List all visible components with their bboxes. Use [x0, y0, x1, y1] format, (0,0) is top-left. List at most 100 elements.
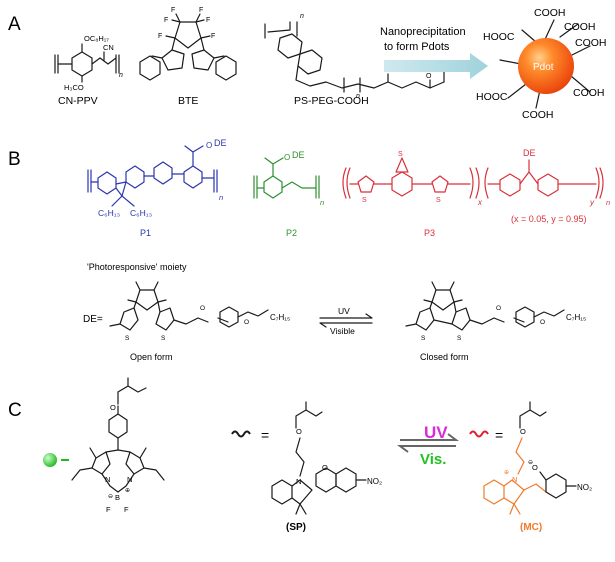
forward-arrow: [319, 313, 373, 319]
structure-p2: O DE n P2: [253, 150, 324, 238]
mc-o-no2-bonds: [539, 471, 577, 487]
atom-f1: F: [171, 7, 175, 14]
bodipy-plus: ⊕: [125, 488, 130, 494]
closed-form-structure: S S O O C₇H₁₅ Closed form: [405, 281, 586, 362]
sp-indoline-5ring: [291, 479, 313, 505]
structure-p3: S S S DE x y n (x = 0.05, y = 0.95) P3: [342, 148, 610, 238]
cooh-top-right: COOH: [564, 21, 596, 33]
atom-peg-n: n: [356, 93, 360, 100]
open-s2: S: [161, 335, 166, 342]
peg-chain: [295, 65, 375, 89]
substituent-bonds: [81, 43, 105, 83]
vinylene-bond: [57, 57, 117, 65]
thiophene-right: [191, 49, 215, 71]
open-thiophene-2: [155, 307, 175, 331]
panel-letter-c: C: [8, 400, 22, 421]
label-p2: P2: [286, 228, 297, 238]
atom-f4: F: [206, 17, 210, 24]
p1-ring-1: [97, 171, 117, 195]
label-sp: (SP): [286, 522, 306, 533]
bracket-right: [115, 54, 120, 74]
p1-atom-o: O: [206, 141, 212, 150]
styrene-ring-2: [297, 49, 323, 75]
mc-o2: O: [532, 463, 538, 472]
p3-x-paren-right: [469, 167, 480, 199]
p1-atom-n: n: [219, 193, 223, 202]
arrow-caption-2: to form Pdots: [384, 41, 450, 53]
uv-vis-switch: UV Vis.: [397, 423, 459, 468]
label-mc: (MC): [520, 522, 542, 533]
closed-bonds: [405, 301, 525, 327]
ps-brackets: [264, 21, 298, 39]
p3-ratio: (x = 0.05, y = 0.95): [511, 214, 587, 224]
panel-a: A OC₈H₁₇ CN H₃CO n CN-PPV F F F F F F: [8, 7, 607, 121]
cyclopentene-ring: [174, 21, 202, 49]
p1-atom-c6h13-b: C₆H₁₃: [130, 208, 152, 218]
bodipy-f1: F: [106, 505, 111, 514]
p3-y-parens: [484, 167, 604, 199]
atom-n: n: [119, 72, 123, 79]
mc-phenolate: [545, 473, 567, 499]
p3-atom-s-2: S: [436, 197, 441, 204]
label-open-form: Open form: [130, 352, 173, 362]
p3-atom-s-1: S: [362, 197, 367, 204]
open-cyclopentene: [135, 289, 159, 311]
closed-f-bonds: [423, 281, 463, 303]
closed-o2: O: [540, 319, 545, 326]
acid-bonds: [387, 71, 445, 89]
open-c7h15: C₇H₁₅: [270, 313, 290, 322]
process-arrow: [384, 53, 488, 79]
p3-outer-paren-left: [342, 167, 351, 199]
reverse-arrow: [319, 322, 373, 328]
p1-bonds: [90, 145, 215, 183]
sp-wavy-icon: [231, 430, 251, 438]
atom-oc8h17: OC₈H₁₇: [84, 34, 109, 43]
bodipy-b: B: [115, 493, 120, 502]
p2-atom-de: DE: [292, 150, 305, 160]
open-alkyl: [237, 309, 269, 318]
p1-brackets: [87, 169, 218, 193]
sp-indoline-ring: [271, 479, 293, 505]
bodipy-ball-icon: [43, 453, 57, 467]
mc-no2: NO₂: [577, 483, 592, 492]
mc-o1: O: [520, 427, 526, 436]
polymer-backbone: [267, 21, 291, 33]
p3-thiophene-2: [431, 175, 449, 193]
bodipy-n2: N: [127, 475, 132, 484]
p2-brackets: [253, 175, 320, 199]
p3-bonds: [349, 159, 597, 185]
closed-cyclopentene: [431, 289, 455, 311]
atom-cn: CN: [103, 43, 114, 52]
mc-indolium-ring: [483, 479, 505, 505]
structure-sp: = O N O NO₂ (SP): [231, 401, 382, 533]
label-ps-peg-cooh: PS-PEG-COOH: [294, 95, 369, 107]
pdot-particle: Pdot COOH COOH COOH COOH COOH HOOC HOOC: [476, 7, 607, 121]
panel-b: B O DE C₆H₁₃ C₆H₁₃ n P1 O DE n P2: [8, 138, 610, 362]
cooh-lower-right: COOH: [573, 87, 605, 99]
atom-f3: F: [164, 17, 168, 24]
atom-f6: F: [211, 33, 215, 40]
atom-h3co: H₃CO: [64, 83, 84, 92]
nanoprecipitation-arrow: Nanoprecipitation to form Pdots: [380, 26, 488, 79]
mc-methacrylate: [519, 401, 547, 429]
mc-n: N: [512, 475, 517, 484]
vis-arrow: [397, 445, 456, 453]
closed-alkyl: [533, 309, 565, 318]
p1-alkyl: [111, 195, 135, 207]
open-phenyl: [219, 306, 239, 328]
bodipy-phenyl: [108, 413, 128, 439]
structure-p1: O DE C₆H₁₃ C₆H₁₃ n P1: [87, 138, 227, 238]
atom-f5: F: [158, 33, 162, 40]
cooh-top: COOH: [534, 7, 566, 19]
closed-s2: S: [457, 335, 462, 342]
open-form-structure: S S O O C₇H₁₅ Open form: [109, 281, 290, 362]
p1-ring-2: [125, 165, 145, 189]
p2-ring: [263, 175, 283, 199]
sp-gem-dimethyl: [295, 503, 307, 515]
bodipy-methacrylate: [117, 377, 147, 405]
p3-thiadiazole: [395, 157, 409, 173]
bodipy-pyrrole-1: [91, 451, 111, 475]
atom-ps-n: n: [300, 13, 304, 20]
structure-ps-peg-cooh: n n OH O O PS-PEG-COOH: [264, 13, 451, 107]
atom-f2: F: [199, 7, 203, 14]
